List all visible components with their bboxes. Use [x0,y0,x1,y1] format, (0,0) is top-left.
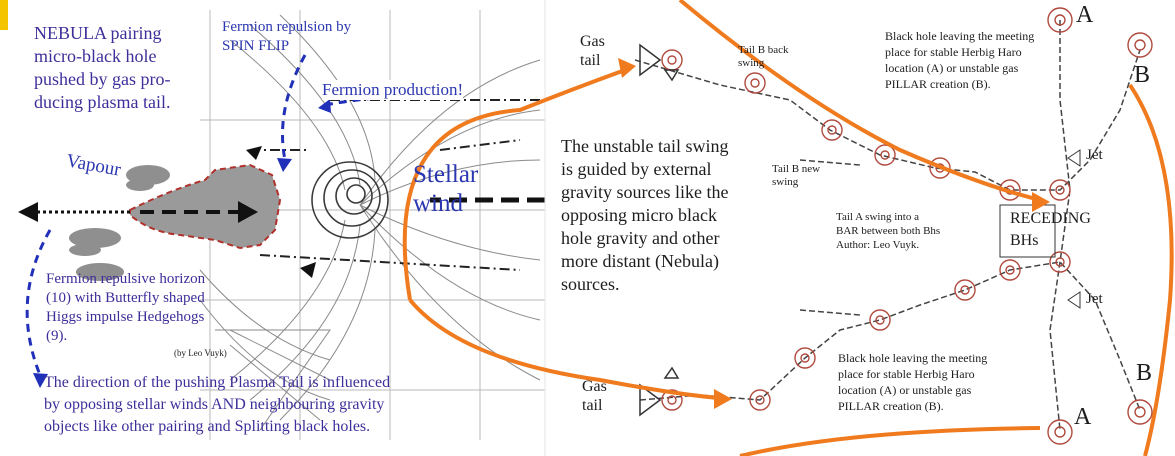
author-credit-left: (by Leo Vuyk) [174,348,227,358]
small-triangle-1 [246,146,262,160]
gas-tail-bottom-label: Gas tail [582,378,607,414]
label-a-top: A [1076,2,1094,28]
blue-arrow-head-1 [277,158,292,172]
jet-arrow-top-head [1067,149,1081,167]
orange-arrows [402,0,1174,456]
vapour-clouds [69,165,170,281]
jet-bottom-label: Jet [1086,291,1103,307]
fermion-production-label: Fermion production! [322,80,464,100]
horizon-description: Fermion repulsive horizon (10) with Butt… [46,271,206,344]
right-panel [402,0,1174,456]
label-b-bottom: B [1136,360,1153,386]
blue-arrow-head-2 [318,99,331,113]
label-a-bottom: A [1074,404,1092,430]
tail-a-note: Tail A swing into a BAR between both Bhs… [836,211,941,251]
unstable-swing-description: The unstable tail swing is guided by ext… [561,136,729,294]
spiral-vortex [311,161,389,239]
arrow-head-center [238,201,258,223]
receding-box [999,204,1056,258]
plasma-tail [129,163,282,250]
corner-marker [0,0,8,30]
direction-description: The direction of the pushing Plasma Tail… [44,374,391,435]
stellar-wind-label: Stellar wind [413,161,479,217]
black-hole-bottom-note: Black hole leaving the meeting place for… [838,351,988,413]
jet-top-label: Jet [1086,147,1103,163]
jet-arrow-bottom-head [1067,291,1081,309]
tail-b-new-label: Tail B new swing [772,163,821,188]
arrow-head-left [18,202,38,222]
small-triangle-2 [300,262,316,278]
bh-markers [661,7,1153,445]
nebula-description: NEBULA pairing micro-black hole pushed b… [34,23,171,112]
orange-head-1 [618,58,636,78]
left-panel [0,0,545,456]
orange-head-3 [1032,192,1050,212]
gas-tail-wedges [639,43,680,417]
gas-tail-top-label: Gas tail [580,33,605,69]
tail-b-back-label: Tail B back swing [738,44,789,69]
swing-paths [634,20,1141,431]
receding-bhs-label: RECEDING BHs [1010,210,1091,249]
orange-head-2 [714,389,732,409]
spin-flip-label: Fermion repulsion by SPIN FLIP [222,19,352,54]
blue-arrow-head-3 [33,373,48,388]
black-hole-top-note: Black hole leaving the meeting place for… [885,29,1035,91]
label-b-top: B [1134,62,1151,88]
